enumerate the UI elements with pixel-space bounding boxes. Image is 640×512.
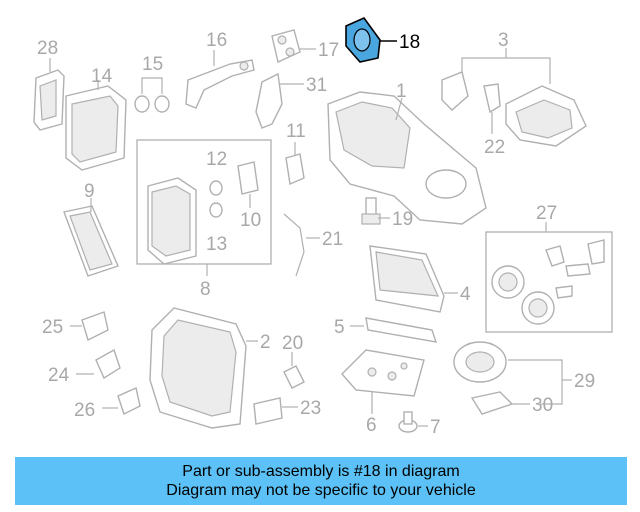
- callout-20: 20: [282, 333, 303, 354]
- callout-26: 26: [74, 400, 95, 421]
- callout-7: 7: [430, 417, 441, 438]
- banner-line-1: Part or sub-assembly is #18 in diagram: [182, 463, 460, 480]
- info-banner: Part or sub-assembly is #18 in diagram D…: [15, 457, 627, 505]
- callout-24: 24: [48, 365, 70, 386]
- callout-2: 2: [260, 332, 271, 353]
- callout-6: 6: [366, 415, 377, 436]
- part-11: [285, 142, 305, 185]
- part-19: [361, 197, 390, 225]
- callout-13: 13: [206, 234, 227, 255]
- callout-23: 23: [300, 398, 321, 419]
- part-30: [470, 391, 530, 415]
- part-15: [134, 77, 170, 113]
- part-27-box: [485, 222, 613, 333]
- part-26: [102, 387, 141, 415]
- callout-12: 12: [206, 149, 227, 170]
- part-6: [341, 349, 425, 414]
- part-3: [461, 48, 587, 147]
- part-16: [185, 50, 255, 109]
- part-4: [369, 245, 458, 313]
- part-7: [398, 411, 428, 433]
- part-21: [283, 213, 320, 277]
- callout-22: 22: [484, 137, 505, 158]
- part-14: [65, 80, 127, 171]
- part-2: [149, 307, 258, 429]
- part-17: [271, 29, 316, 63]
- callout-17: 17: [318, 40, 339, 61]
- callout-14: 14: [91, 66, 113, 87]
- banner-line-2: Diagram may not be specific to your vehi…: [166, 482, 476, 499]
- part-20: [283, 352, 305, 389]
- callout-28: 28: [37, 38, 58, 59]
- callout-30: 30: [532, 395, 553, 416]
- callout-11: 11: [286, 121, 306, 142]
- part-29: [453, 341, 572, 405]
- part-5: [350, 317, 438, 343]
- callout-15: 15: [142, 54, 163, 75]
- callout-29: 29: [574, 371, 595, 392]
- callout-4: 4: [460, 284, 471, 305]
- callout-19: 19: [392, 209, 413, 230]
- callout-25: 25: [42, 317, 63, 338]
- part-18-highlighted: [345, 17, 397, 63]
- part-8-box: [136, 139, 272, 276]
- callout-27: 27: [536, 203, 557, 224]
- callout-21: 21: [322, 229, 343, 250]
- part-28: [33, 58, 65, 131]
- callout-9: 9: [84, 181, 95, 202]
- callout-16: 16: [206, 30, 227, 51]
- parts-diagram: 28 14 9 15 16 17 18: [33, 17, 613, 438]
- callout-8: 8: [200, 279, 211, 300]
- part-22: [441, 71, 501, 134]
- callout-1: 1: [396, 81, 407, 102]
- part-1: [327, 91, 487, 225]
- callout-31: 31: [306, 75, 327, 96]
- callout-5: 5: [334, 317, 345, 338]
- part-9: [63, 198, 119, 277]
- callout-18: 18: [399, 32, 420, 53]
- callout-10: 10: [240, 210, 261, 231]
- part-25: [70, 311, 109, 341]
- part-24: [76, 348, 121, 380]
- part-23: [253, 397, 298, 425]
- part-31: [255, 72, 304, 129]
- callout-3: 3: [498, 30, 509, 51]
